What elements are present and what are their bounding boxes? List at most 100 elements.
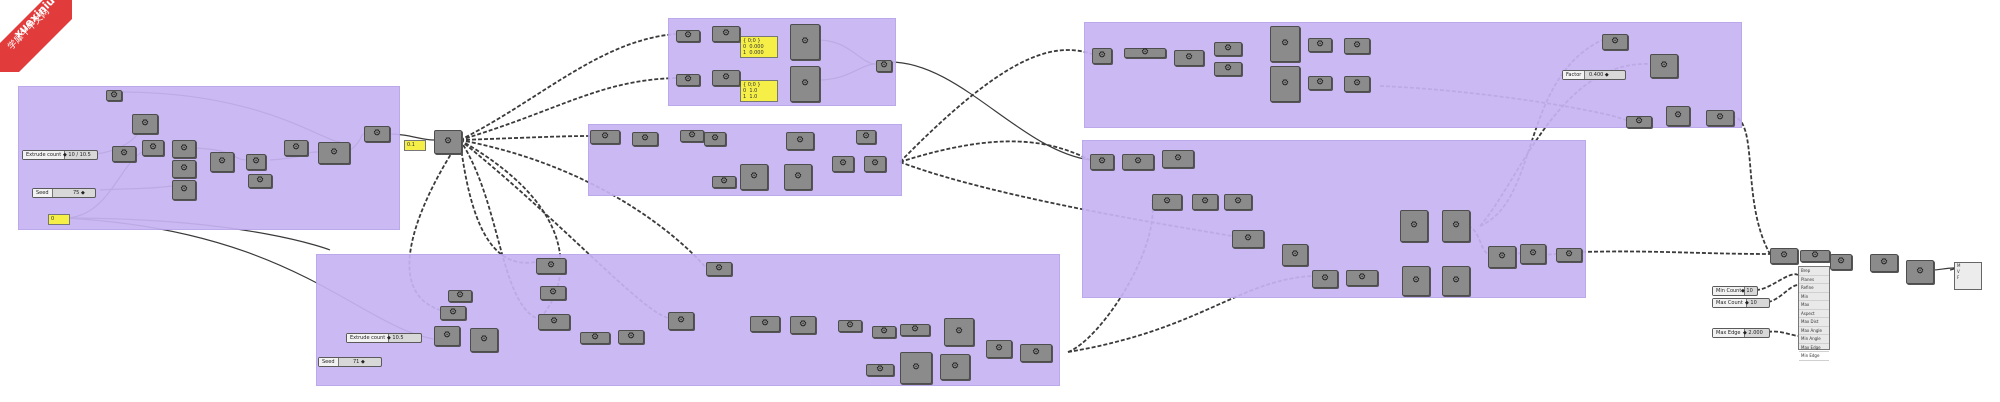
gh-component[interactable]: ⚙ xyxy=(864,156,886,172)
gh-component[interactable]: ⚙ xyxy=(786,132,814,150)
gh-component[interactable]: ⚙ xyxy=(1092,48,1112,64)
slider-factor[interactable]: Factor 0.400 ◆ xyxy=(1562,70,1626,80)
gh-component[interactable]: ⚙ xyxy=(284,140,308,156)
gh-component[interactable]: ⚙ xyxy=(832,156,854,172)
gh-component[interactable]: ⚙ xyxy=(1770,248,1798,264)
gh-component[interactable]: ⚙ xyxy=(784,164,812,190)
gh-component[interactable]: ⚙ xyxy=(750,316,780,332)
gh-component[interactable]: ⚙ xyxy=(940,354,970,380)
gh-component[interactable]: ⚙ xyxy=(706,262,732,276)
gh-component[interactable]: ⚙ xyxy=(1124,48,1166,58)
gh-component[interactable]: ⚙ xyxy=(1706,110,1734,126)
gh-component[interactable]: ⚙ xyxy=(790,24,820,60)
group-top-center[interactable] xyxy=(668,18,896,106)
gh-component[interactable]: ⚙ xyxy=(618,330,644,344)
gh-component[interactable]: ⚙ xyxy=(1442,266,1470,296)
gh-component[interactable]: ⚙ xyxy=(1224,194,1252,210)
gh-component[interactable]: ⚙ xyxy=(172,140,196,158)
slider-extrude-count-a[interactable]: Extrude count ◆ 10 / 10.5 xyxy=(22,150,98,160)
mesh-settings-list[interactable]: Brep Planes Refine Min Max Aspect Max Di… xyxy=(1798,266,1830,361)
gh-component[interactable]: ⚙ xyxy=(876,60,892,72)
gh-component[interactable]: ⚙ xyxy=(1090,154,1114,170)
gh-component[interactable]: ⚙ xyxy=(676,74,700,86)
gh-component[interactable]: ⚙ xyxy=(900,324,930,336)
gh-component[interactable]: ⚙ xyxy=(1270,26,1300,62)
group-top-right[interactable] xyxy=(1084,22,1742,128)
gh-component[interactable]: ⚙ xyxy=(1344,38,1370,54)
gh-component[interactable]: ⚙ xyxy=(364,126,390,142)
gh-component[interactable]: ⚙ xyxy=(1308,38,1332,52)
slider-seed-b[interactable]: Seed 71 ◆ xyxy=(318,357,382,367)
slider-extrude-count-b[interactable]: Extrude count ◆ 10.5 xyxy=(346,333,422,343)
gh-component[interactable]: ⚙ xyxy=(1270,66,1300,102)
gh-component[interactable]: ⚙ xyxy=(434,326,460,346)
gh-component[interactable]: ⚙ xyxy=(1650,54,1678,78)
gh-component[interactable]: ⚙ xyxy=(1602,34,1628,50)
gh-component[interactable]: ⚙ xyxy=(1402,266,1430,296)
gh-component[interactable]: ⚙ xyxy=(632,132,658,146)
gh-component[interactable]: ⚙ xyxy=(790,66,820,102)
slider-max-count[interactable]: Max Count ◆ 10 xyxy=(1712,298,1770,308)
gh-component[interactable]: ⚙ xyxy=(1174,50,1204,66)
gh-component[interactable]: ⚙ xyxy=(900,352,932,384)
gh-component[interactable]: ⚙ xyxy=(1162,150,1194,168)
slider-min-count[interactable]: Min Count ◆ 10 xyxy=(1712,286,1758,296)
gh-component[interactable]: ⚙ xyxy=(210,152,234,172)
gh-component[interactable]: ⚙ xyxy=(1830,254,1852,270)
gh-component[interactable]: ⚙ xyxy=(1666,106,1690,126)
gh-component[interactable]: ⚙ xyxy=(986,340,1012,358)
gh-component[interactable]: ⚙ xyxy=(1282,244,1308,266)
panel-mid[interactable]: 0.1 xyxy=(404,140,426,151)
gh-component[interactable]: ⚙ xyxy=(712,70,740,86)
gh-component[interactable]: ⚙ xyxy=(1626,116,1652,128)
mesh-output-component[interactable]: M V F xyxy=(1954,262,1982,290)
gh-component[interactable]: ⚙ xyxy=(248,174,272,188)
gh-component[interactable]: ⚙ xyxy=(1800,250,1830,262)
gh-component[interactable]: ⚙ xyxy=(1556,248,1582,262)
gh-component[interactable]: ⚙ xyxy=(838,320,862,332)
gh-component[interactable]: ⚙ xyxy=(1520,244,1546,264)
gh-component[interactable]: ⚙ xyxy=(1344,76,1370,92)
gh-component[interactable]: ⚙ xyxy=(434,130,462,154)
gh-component[interactable]: ⚙ xyxy=(1152,194,1182,210)
panel-top-b[interactable]: { 0;0 } 0 1.0 1 1.0 xyxy=(740,80,778,102)
panel-left[interactable]: 0 xyxy=(48,214,70,225)
gh-component[interactable]: ⚙ xyxy=(448,290,472,302)
gh-component[interactable]: ⚙ xyxy=(680,130,704,142)
gh-component[interactable]: ⚙ xyxy=(1906,260,1934,284)
gh-component[interactable]: ⚙ xyxy=(1020,344,1052,362)
gh-component[interactable]: ⚙ xyxy=(172,180,196,200)
gh-component[interactable]: ⚙ xyxy=(538,314,570,330)
gh-component[interactable]: ⚙ xyxy=(790,316,816,334)
gh-component[interactable]: ⚙ xyxy=(944,318,974,346)
gh-component[interactable]: ⚙ xyxy=(1214,62,1242,76)
gh-component[interactable]: ⚙ xyxy=(856,130,876,144)
gh-component[interactable]: ⚙ xyxy=(112,146,136,162)
gh-component[interactable]: ⚙ xyxy=(1192,194,1218,210)
gh-component[interactable]: ⚙ xyxy=(1214,42,1242,56)
gh-component[interactable]: ⚙ xyxy=(712,26,740,42)
gh-component[interactable]: ⚙ xyxy=(132,114,158,134)
gh-component[interactable]: ⚙ xyxy=(172,160,196,178)
gh-component[interactable]: ⚙ xyxy=(318,142,350,164)
gh-component[interactable]: ⚙ xyxy=(1312,270,1338,288)
gh-component[interactable]: ⚙ xyxy=(540,286,566,300)
slider-seed-a[interactable]: Seed 75 ◆ xyxy=(32,188,96,198)
gh-component[interactable]: ⚙ xyxy=(872,326,896,338)
gh-component[interactable]: ⚙ xyxy=(246,154,266,170)
gh-component[interactable]: ⚙ xyxy=(1232,230,1264,248)
gh-component[interactable]: ⚙ xyxy=(1488,246,1516,268)
gh-component[interactable]: ⚙ xyxy=(1122,154,1154,170)
gh-component[interactable]: ⚙ xyxy=(536,258,566,274)
gh-component[interactable]: ⚙ xyxy=(470,328,498,352)
gh-component[interactable]: ⚙ xyxy=(740,164,768,190)
slider-max-edge[interactable]: Max Edge ◆ 2.000 xyxy=(1712,328,1770,338)
gh-component[interactable]: ⚙ xyxy=(704,132,726,146)
gh-component[interactable]: ⚙ xyxy=(866,364,894,376)
gh-component[interactable]: ⚙ xyxy=(440,306,466,320)
gh-component[interactable]: ⚙ xyxy=(1442,210,1470,242)
gh-component[interactable]: ⚙ xyxy=(580,332,610,344)
gh-component[interactable]: ⚙ xyxy=(1870,254,1898,272)
gh-component[interactable]: ⚙ xyxy=(142,140,164,156)
